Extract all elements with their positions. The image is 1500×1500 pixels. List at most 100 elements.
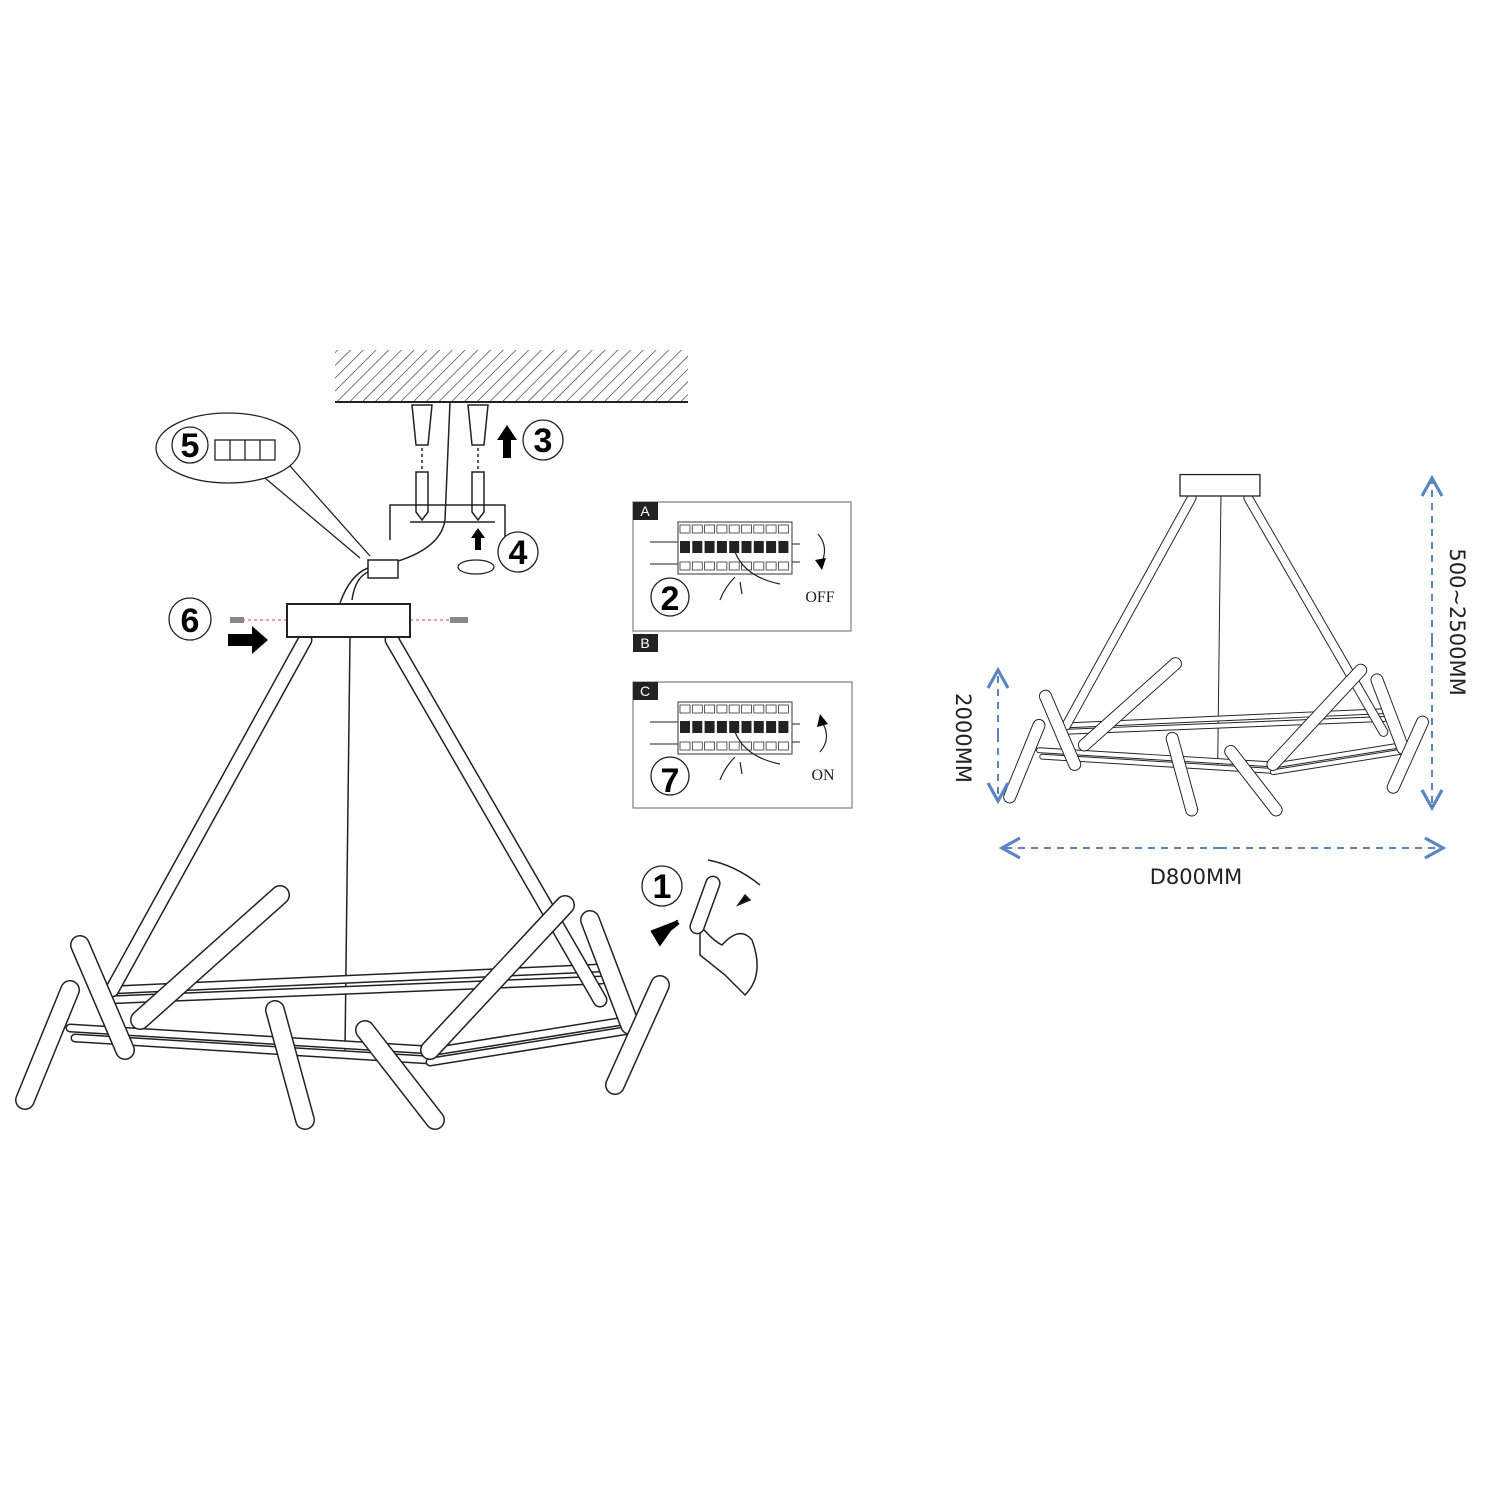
breaker-terminal: [778, 741, 789, 751]
frame-bar-fill: [1271, 749, 1405, 775]
breaker-terminal: [679, 561, 691, 571]
breaker-terminal: [691, 741, 703, 751]
on-label: ON: [811, 767, 835, 784]
frame-bar-fill: [427, 1017, 633, 1055]
breaker-switch: [753, 721, 764, 733]
frame-bar-fill: [72, 1035, 433, 1063]
frame-bar-fill: [1059, 717, 1387, 734]
breaker-switch: [680, 541, 690, 553]
breaker-terminal: [728, 704, 740, 714]
frame-bar-fill: [1040, 754, 1275, 773]
svg-text:C: C: [640, 683, 650, 699]
mounting-bracket: [369, 504, 506, 569]
light-tube-fill: [1267, 664, 1367, 770]
svg-text:5: 5: [181, 427, 200, 465]
frame-height-label: 2000MM: [951, 693, 975, 783]
breaker-terminal: [778, 561, 789, 571]
breaker-terminal: [741, 741, 752, 751]
breaker-terminal: [716, 524, 728, 534]
light-tube-fill: [356, 1021, 444, 1129]
arrow-up-icon: [817, 714, 828, 727]
breaker-terminal: [716, 561, 728, 571]
breaker-terminal: [741, 524, 752, 534]
breaker-terminal: [765, 704, 777, 714]
chandelier-dimension-view: [1003, 473, 1429, 817]
breaker-terminal: [691, 561, 703, 571]
frame-bar-fill: [427, 1027, 633, 1065]
breaker-switch: [729, 721, 740, 733]
breaker-terminal: [753, 741, 765, 751]
total-height-label: 500~2500MM: [1445, 548, 1469, 695]
bulb-install-illustration: [689, 859, 761, 997]
breaker-terminal: [741, 561, 752, 571]
step-1-badge: 1: [641, 865, 683, 907]
canopy: [286, 603, 411, 638]
arm-rod-fill: [1062, 494, 1196, 730]
arrow-down-left-icon: [650, 919, 680, 947]
wire-lines: [650, 541, 800, 565]
svg-text:1: 1: [653, 868, 672, 906]
chandelier-installation-view: [15, 603, 670, 1130]
breaker-switch: [741, 721, 752, 733]
breaker-terminal: [728, 524, 740, 534]
breaker-switch: [741, 541, 752, 553]
light-tube-fill: [266, 1001, 314, 1129]
breaker-terminal: [753, 704, 765, 714]
light-tube-fill: [421, 896, 574, 1059]
svg-text:6: 6: [181, 602, 200, 640]
rotate-icon: [457, 559, 495, 575]
arrow-down-icon: [815, 558, 826, 570]
breaker-terminal: [716, 704, 728, 714]
breaker-terminal: [691, 524, 703, 534]
breaker-switch: [692, 721, 703, 733]
light-tube-fill: [1225, 745, 1282, 816]
breaker-terminal: [741, 704, 752, 714]
arm-rod-fill: [106, 634, 311, 996]
breaker-terminal: [679, 524, 691, 534]
breaker-switch: [766, 541, 777, 553]
breaker-terminal: [753, 524, 765, 534]
light-tube-fill: [1387, 716, 1428, 793]
breaker-switch: [778, 721, 789, 733]
light-tube-fill: [1166, 732, 1198, 816]
breaker-terminal: [704, 704, 715, 714]
light-tube-fill: [581, 911, 639, 1034]
breaker-switch: [778, 541, 789, 553]
arm-rod-fill: [1244, 494, 1388, 736]
off-label: OFF: [805, 589, 834, 606]
breaker-terminal: [691, 704, 703, 714]
light-tube-fill: [1004, 719, 1045, 803]
step-5-badge: 5: [171, 426, 209, 465]
breaker-terminal: [765, 741, 777, 751]
breaker-switch: [704, 721, 715, 733]
breaker-switch: [716, 721, 727, 733]
arrow-up-icon: [471, 528, 485, 550]
wire-lines: [650, 721, 800, 745]
svg-text:B: B: [640, 635, 649, 651]
breaker-terminal: [778, 524, 789, 534]
breaker-switch: [692, 541, 703, 553]
screw-anchors: [411, 401, 489, 522]
breaker-terminal: [716, 741, 728, 751]
breaker-switch: [729, 541, 740, 553]
light-tube-fill: [1371, 674, 1409, 754]
light-tube-fill: [131, 886, 289, 1029]
breaker-terminal: [679, 741, 691, 751]
light-tube-fill: [606, 976, 669, 1094]
breaker-terminal: [728, 561, 740, 571]
diameter-label: D800MM: [1150, 865, 1243, 889]
breaker-terminal: [765, 524, 777, 534]
breaker-switch: [716, 541, 727, 553]
svg-text:3: 3: [534, 422, 553, 460]
terminal-block: [339, 559, 399, 604]
breaker-terminal: [778, 704, 789, 714]
arrow-up-icon: [497, 425, 517, 458]
breaker-switch: [766, 721, 777, 733]
breaker-terminal: [704, 561, 715, 571]
breaker-terminal: [728, 741, 740, 751]
arm-rod-fill: [386, 634, 606, 1006]
step-2-badge: 2: [661, 580, 680, 618]
step-7-badge: 7: [661, 762, 680, 800]
light-tube-fill: [71, 936, 134, 1059]
